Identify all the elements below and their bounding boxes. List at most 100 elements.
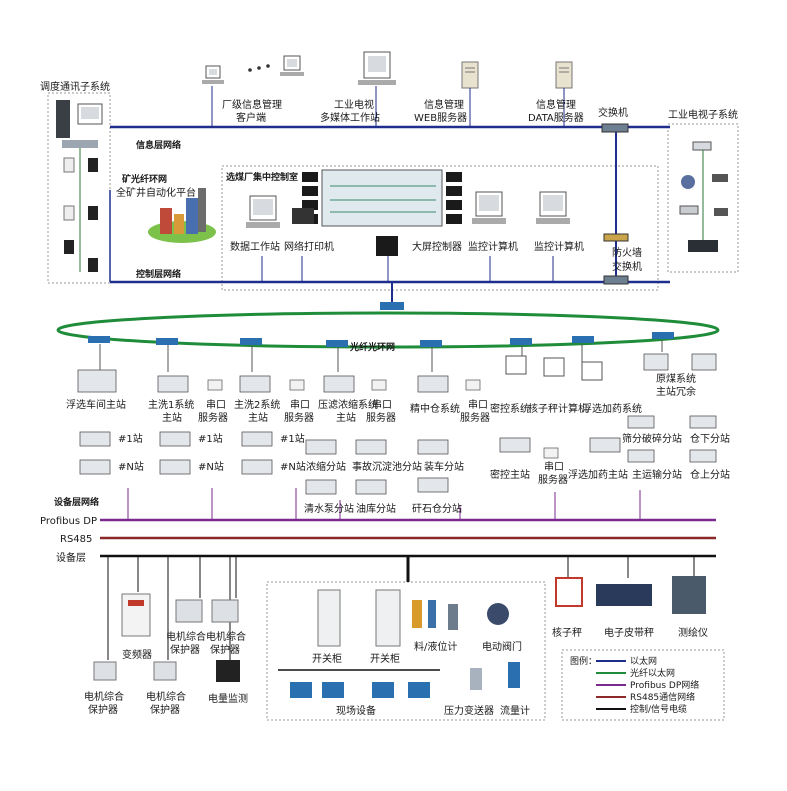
firewall-label-line1: 防火墙 xyxy=(612,246,642,259)
wash2-label-line2: 主站 xyxy=(248,411,268,424)
motor-protector-a-line1: 电机综合 xyxy=(166,630,206,643)
device-level-label: 设备层 xyxy=(56,551,86,564)
tv-workstation-monitor xyxy=(358,51,396,85)
screen-crush-substation-label: 筛分破碎分站 xyxy=(622,432,682,445)
monitor-computer-2-label: 监控计算机 xyxy=(534,240,584,253)
profibus-label: Profibus DP xyxy=(40,516,97,527)
switch-label: 交换机 xyxy=(598,106,628,119)
warehouse-up-substation-label: 仓上分站 xyxy=(690,468,730,481)
serial-server-label-line2: 服务器 xyxy=(538,473,568,486)
main-transport-substation-label: 主运输分站 xyxy=(632,468,682,481)
control-layer-label: 控制层网络 xyxy=(136,268,181,280)
fiber-ring-label: 光纤光环网 xyxy=(349,341,395,353)
data-server-label-line1: 信息管理 xyxy=(536,98,576,111)
serial1-label-line2: 服务器 xyxy=(198,411,228,424)
control-room-title: 选煤厂集中控制室 xyxy=(226,171,298,183)
firewall-label-line2: 交换机 xyxy=(612,260,642,273)
switch-icon xyxy=(601,123,629,133)
web-server-label-line1: 信息管理 xyxy=(424,98,464,111)
motor-protector-c-line1: 电机综合 xyxy=(84,690,124,703)
firewall-switch-icon xyxy=(603,233,629,285)
data-server-icon xyxy=(555,61,573,89)
press-filter-label-line2: 主站 xyxy=(336,411,356,424)
control-room-frame xyxy=(221,165,659,291)
ring-switch-icons xyxy=(88,302,674,347)
tv-subsystem-title: 工业电视子系统 xyxy=(668,108,738,121)
serial4-label-line2: 服务器 xyxy=(460,411,490,424)
serial-server-icons xyxy=(207,379,559,459)
wash1-label-line2: 主站 xyxy=(162,411,182,424)
dispatch-devices xyxy=(56,100,103,272)
monitor-computer-1-label: 监控计算机 xyxy=(468,240,518,253)
serial4-label-line1: 串口 xyxy=(468,399,488,411)
level-meter-label: 料/液位计 xyxy=(414,640,457,653)
legend-item-2-label: Profibus DP网络 xyxy=(630,679,699,691)
station-nc-label: #N站 xyxy=(280,460,306,473)
motor-protector-d-line2: 保护器 xyxy=(150,703,180,716)
power-meter-label: 电量监测 xyxy=(208,692,248,705)
flowmeter-label: 流量计 xyxy=(500,704,530,717)
dispatch-subsystem-frame xyxy=(47,92,111,284)
serial2-label-line1: 串口 xyxy=(290,399,310,411)
motor-protector-c-line2: 保护器 xyxy=(88,703,118,716)
water-pump-substation-label: 清水泵分站 xyxy=(304,502,354,515)
motor-protector-b-line1: 电机综合 xyxy=(206,630,246,643)
data-server-label-line2: DATA服务器 xyxy=(528,111,584,124)
legend-item-1-label: 光纤以太网 xyxy=(630,667,675,679)
reagent-system-label: 浮选加药系统 xyxy=(582,402,642,415)
motor-protector-d-line1: 电机综合 xyxy=(146,690,186,703)
density-system-label: 密控系统 xyxy=(490,402,530,415)
screen-controller-label: 大屏控制器 xyxy=(412,240,462,253)
tester-label: 测绘仪 xyxy=(678,626,708,639)
wash1-label-line1: 主洗1系统 xyxy=(148,398,194,411)
raw-coal-label-line1: 原煤系统 xyxy=(656,372,696,385)
control-room-monitors xyxy=(246,191,570,256)
fine-bin-label: 精中仓系统 xyxy=(410,402,460,415)
belt-scale-label: 电子皮带秤 xyxy=(604,626,654,639)
legend-item-0-label: 以太网 xyxy=(630,655,657,667)
scale-computer-label: 核子秤计算机 xyxy=(528,402,588,415)
tv-station-label-line2: 多媒体工作站 xyxy=(320,111,380,124)
oil-substation-label: 油库分站 xyxy=(356,502,396,515)
mgmt-client-label-line2: 客户端 xyxy=(236,111,266,124)
raw-coal-label-line2: 主站冗余 xyxy=(656,385,696,398)
legend-item-4-label: 控制/信号电缆 xyxy=(630,703,687,715)
web-server-label-line2: WEB服务器 xyxy=(414,111,467,124)
station-na-label: #N站 xyxy=(118,460,144,473)
ring-drop-lines xyxy=(99,340,663,372)
density-main-label: 密控主站 xyxy=(490,468,530,481)
station-1b-label: #1站 xyxy=(198,432,223,445)
legend-item-3-label: RS485通信网络 xyxy=(630,691,695,703)
video-wall xyxy=(302,169,462,227)
loading-substation-label: 装车分站 xyxy=(424,460,464,473)
control-room-drop-lines xyxy=(261,256,554,282)
thicken-substation-label: 浓缩分站 xyxy=(306,460,346,473)
web-server-icon xyxy=(461,61,479,89)
flotation-main-label: 浮选车间主站 xyxy=(66,398,126,411)
automation-platform-icon xyxy=(148,188,216,243)
wash2-label-line1: 主洗2系统 xyxy=(234,398,280,411)
warehouse-low-substation-label: 仓下分站 xyxy=(690,432,730,445)
station-nb-label: #N站 xyxy=(198,460,224,473)
motor-protector-a-line2: 保护器 xyxy=(170,643,200,656)
tv-station-label-line1: 工业电视 xyxy=(334,98,374,111)
legend-box xyxy=(561,649,725,721)
switch-cabinet-1-label: 开关柜 xyxy=(312,652,342,665)
automation-platform-label: 全矿井自动化平台 xyxy=(116,186,196,199)
electric-valve-label: 电动阀门 xyxy=(482,640,522,653)
network-printer-label: 网络打印机 xyxy=(284,240,334,253)
fiber-ring xyxy=(56,311,720,349)
info-layer-label: 信息层网络 xyxy=(136,139,181,151)
legend-title: 图例： xyxy=(570,655,597,667)
switch-cabinet-2-label: 开关柜 xyxy=(370,652,400,665)
serial-server-label-line1: 串口 xyxy=(544,461,564,473)
tv-subsystem-frame xyxy=(667,123,739,273)
serial3-label-line1: 串口 xyxy=(372,399,392,411)
field-devices-label: 现场设备 xyxy=(336,704,376,717)
data-workstation-label: 数据工作站 xyxy=(230,240,280,253)
camera-icons xyxy=(679,141,728,252)
serial3-label-line2: 服务器 xyxy=(366,411,396,424)
inverter-label: 变频器 xyxy=(122,648,152,661)
